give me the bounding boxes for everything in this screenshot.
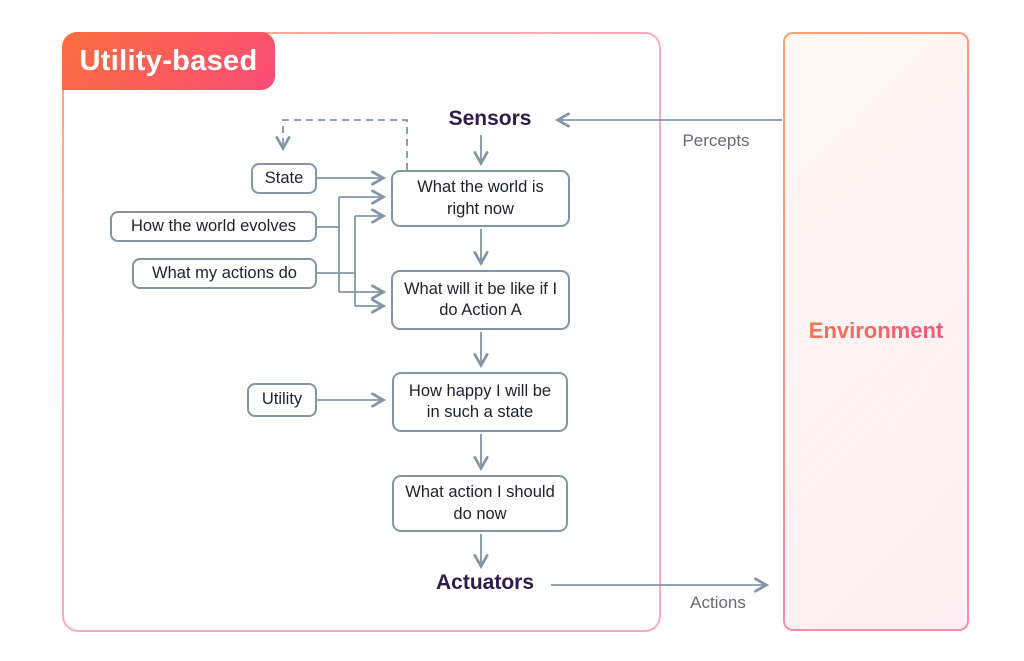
- node-how-happy: How happy I will be in such a state: [392, 372, 568, 432]
- environment-panel: Environment: [783, 32, 969, 631]
- actuators-label: Actuators: [435, 571, 535, 594]
- environment-label: Environment: [785, 318, 967, 344]
- node-what-action-now: What action I should do now: [392, 475, 568, 532]
- percepts-edge-label: Percepts: [682, 131, 750, 150]
- node-what-my-actions-do: What my actions do: [132, 258, 317, 289]
- node-utility: Utility: [247, 383, 317, 417]
- diagram-title-badge: Utility-based: [62, 32, 275, 90]
- actions-edge-label: Actions: [690, 593, 746, 612]
- node-what-will-it-be-like: What will it be like if I do Action A: [391, 270, 570, 330]
- node-state: State: [251, 163, 317, 194]
- node-how-world-evolves: How the world evolves: [110, 211, 317, 242]
- node-world-right-now: What the world is right now: [391, 170, 570, 227]
- sensors-label: Sensors: [448, 107, 532, 130]
